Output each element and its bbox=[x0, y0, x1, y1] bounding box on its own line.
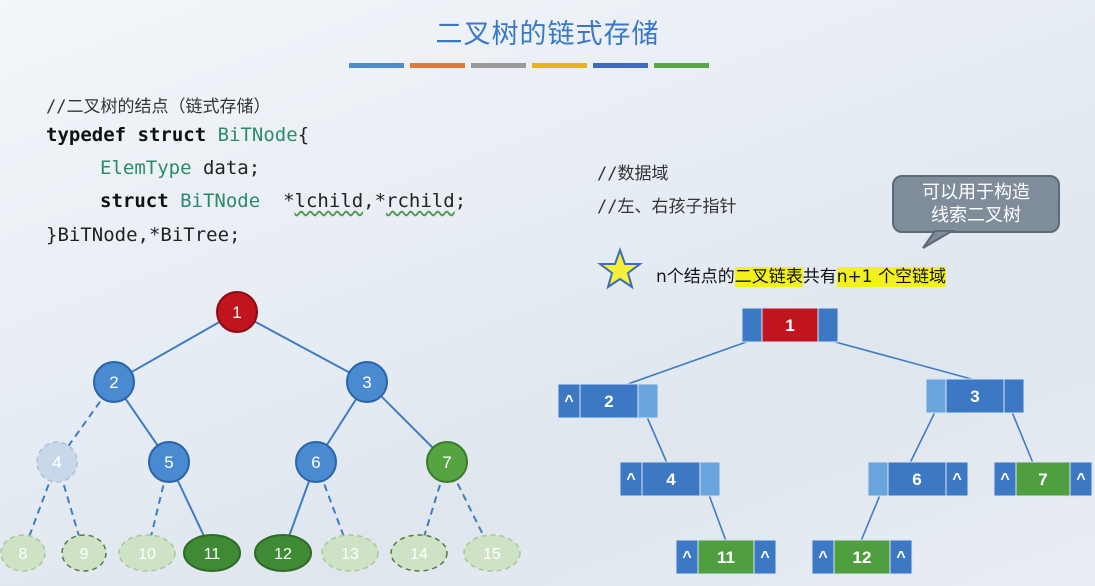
node-label: 5 bbox=[164, 453, 173, 472]
linked-node: 6 ^ bbox=[867, 461, 969, 497]
left-tree-node: 5 bbox=[148, 441, 190, 483]
left-tree-node: 12 bbox=[254, 534, 312, 572]
null-pointer-mark: ^ bbox=[1000, 471, 1009, 488]
linked-node: 3 bbox=[925, 378, 1025, 414]
right-tree-edges bbox=[627, 339, 1034, 542]
node-label: 3 bbox=[362, 373, 371, 392]
left-tree-node: 3 bbox=[346, 361, 388, 403]
null-pointer-mark: ^ bbox=[626, 471, 635, 488]
callout-bubble: 可以用于构造 线索二叉树 bbox=[892, 175, 1060, 233]
node-label: 8 bbox=[19, 546, 28, 563]
code-brace: { bbox=[297, 124, 310, 146]
null-pointer-mark: ^ bbox=[1076, 471, 1085, 488]
code-comment-data: //数据域 bbox=[597, 164, 669, 184]
note-highlight-count: n+1 个空链域 bbox=[836, 267, 947, 287]
note-text: n个结点的 bbox=[656, 267, 735, 287]
code-keyword: struct bbox=[100, 190, 169, 212]
code-struct-name: BiTNode bbox=[217, 124, 298, 146]
node-label: 14 bbox=[410, 546, 428, 563]
null-pointer-mark: ^ bbox=[682, 549, 691, 566]
node-label: 9 bbox=[80, 546, 89, 563]
linked-node: ^ 7 ^ bbox=[993, 461, 1093, 497]
callout-line-2: 线索二叉树 bbox=[931, 205, 1021, 226]
left-tree-edges bbox=[22, 311, 493, 554]
left-tree-node: 11 bbox=[183, 534, 241, 572]
null-pointer-mark: ^ bbox=[952, 471, 961, 488]
node-label: 1 bbox=[785, 316, 794, 335]
node-label: 12 bbox=[274, 546, 292, 563]
code-comma: ,* bbox=[363, 190, 387, 212]
code-line-close: }BiTNode,*BiTree; bbox=[46, 224, 241, 246]
node-label: 4 bbox=[666, 470, 676, 489]
code-rchild: rchild bbox=[386, 190, 455, 212]
node-label: 13 bbox=[341, 546, 359, 563]
node-label: 2 bbox=[109, 373, 118, 392]
code-comment-pointers: //左、右孩子指针 bbox=[597, 197, 737, 217]
node-label: 15 bbox=[483, 546, 501, 563]
code-star: * bbox=[283, 190, 295, 212]
node-label: 2 bbox=[604, 392, 613, 411]
node-label: 4 bbox=[52, 453, 61, 472]
node-label: 11 bbox=[204, 546, 221, 563]
null-pointer-mark: ^ bbox=[760, 549, 769, 566]
code-field: data; bbox=[202, 157, 261, 179]
null-pointer-mark: ^ bbox=[818, 549, 827, 566]
null-pointer-mark: ^ bbox=[896, 549, 905, 566]
linked-node: 1 bbox=[741, 307, 839, 343]
code-line-pointers: struct BiTNode *lchild,*rchild; bbox=[100, 190, 466, 212]
node-label: 10 bbox=[138, 546, 156, 563]
code-lchild: lchild bbox=[294, 190, 364, 212]
left-tree-node-empty: 8 bbox=[0, 534, 46, 572]
node-label: 6 bbox=[912, 470, 921, 489]
star-icon bbox=[597, 247, 643, 290]
left-tree-node: 7 bbox=[426, 441, 468, 483]
linked-node: ^ 4 bbox=[619, 461, 721, 497]
node-label: 3 bbox=[970, 387, 979, 406]
left-tree-node: 6 bbox=[295, 441, 337, 483]
callout-tail bbox=[922, 230, 956, 249]
left-tree-node-empty: 10 bbox=[118, 534, 176, 572]
code-struct-name: BiTNode bbox=[180, 190, 261, 212]
linked-node: ^ 11 ^ bbox=[675, 539, 777, 575]
left-tree-node-empty: 9 bbox=[61, 534, 107, 572]
code-line-data: ElemType data; bbox=[100, 157, 260, 179]
code-comment: //二叉树的结点（链式存储） bbox=[46, 97, 271, 117]
note-text: 共有 bbox=[802, 267, 837, 287]
null-pointer-mark: ^ bbox=[564, 393, 573, 410]
node-label: 12 bbox=[853, 548, 872, 567]
note-highlight-list: 二叉链表 bbox=[734, 267, 803, 287]
page-title: 二叉树的链式存储 bbox=[435, 19, 660, 50]
left-tree-node-empty: 14 bbox=[390, 534, 448, 572]
node-label: 1 bbox=[232, 303, 241, 322]
code-keyword: typedef struct bbox=[46, 124, 207, 146]
left-tree-node: 2 bbox=[93, 361, 135, 403]
callout-line-1: 可以用于构造 bbox=[922, 182, 1030, 203]
node-label: 7 bbox=[1038, 470, 1047, 489]
left-tree-node-empty: 15 bbox=[463, 534, 521, 572]
linked-node: ^ 12 ^ bbox=[811, 539, 913, 575]
title-underline-bars bbox=[349, 63, 709, 69]
left-tree-node-empty: 13 bbox=[321, 534, 379, 572]
node-label: 11 bbox=[717, 548, 735, 567]
left-tree-node-empty: 4 bbox=[36, 441, 78, 483]
code-semicolon: ; bbox=[454, 190, 467, 212]
code-line-typedef: typedef struct BiTNode{ bbox=[46, 124, 309, 146]
node-label: 7 bbox=[442, 453, 451, 472]
node-label: 6 bbox=[311, 453, 320, 472]
linked-node: ^ 2 bbox=[557, 383, 659, 419]
code-type: ElemType bbox=[100, 157, 192, 179]
left-tree-node: 1 bbox=[216, 291, 258, 333]
empty-link-note: n个结点的二叉链表共有n+1 个空链域 bbox=[656, 262, 947, 287]
